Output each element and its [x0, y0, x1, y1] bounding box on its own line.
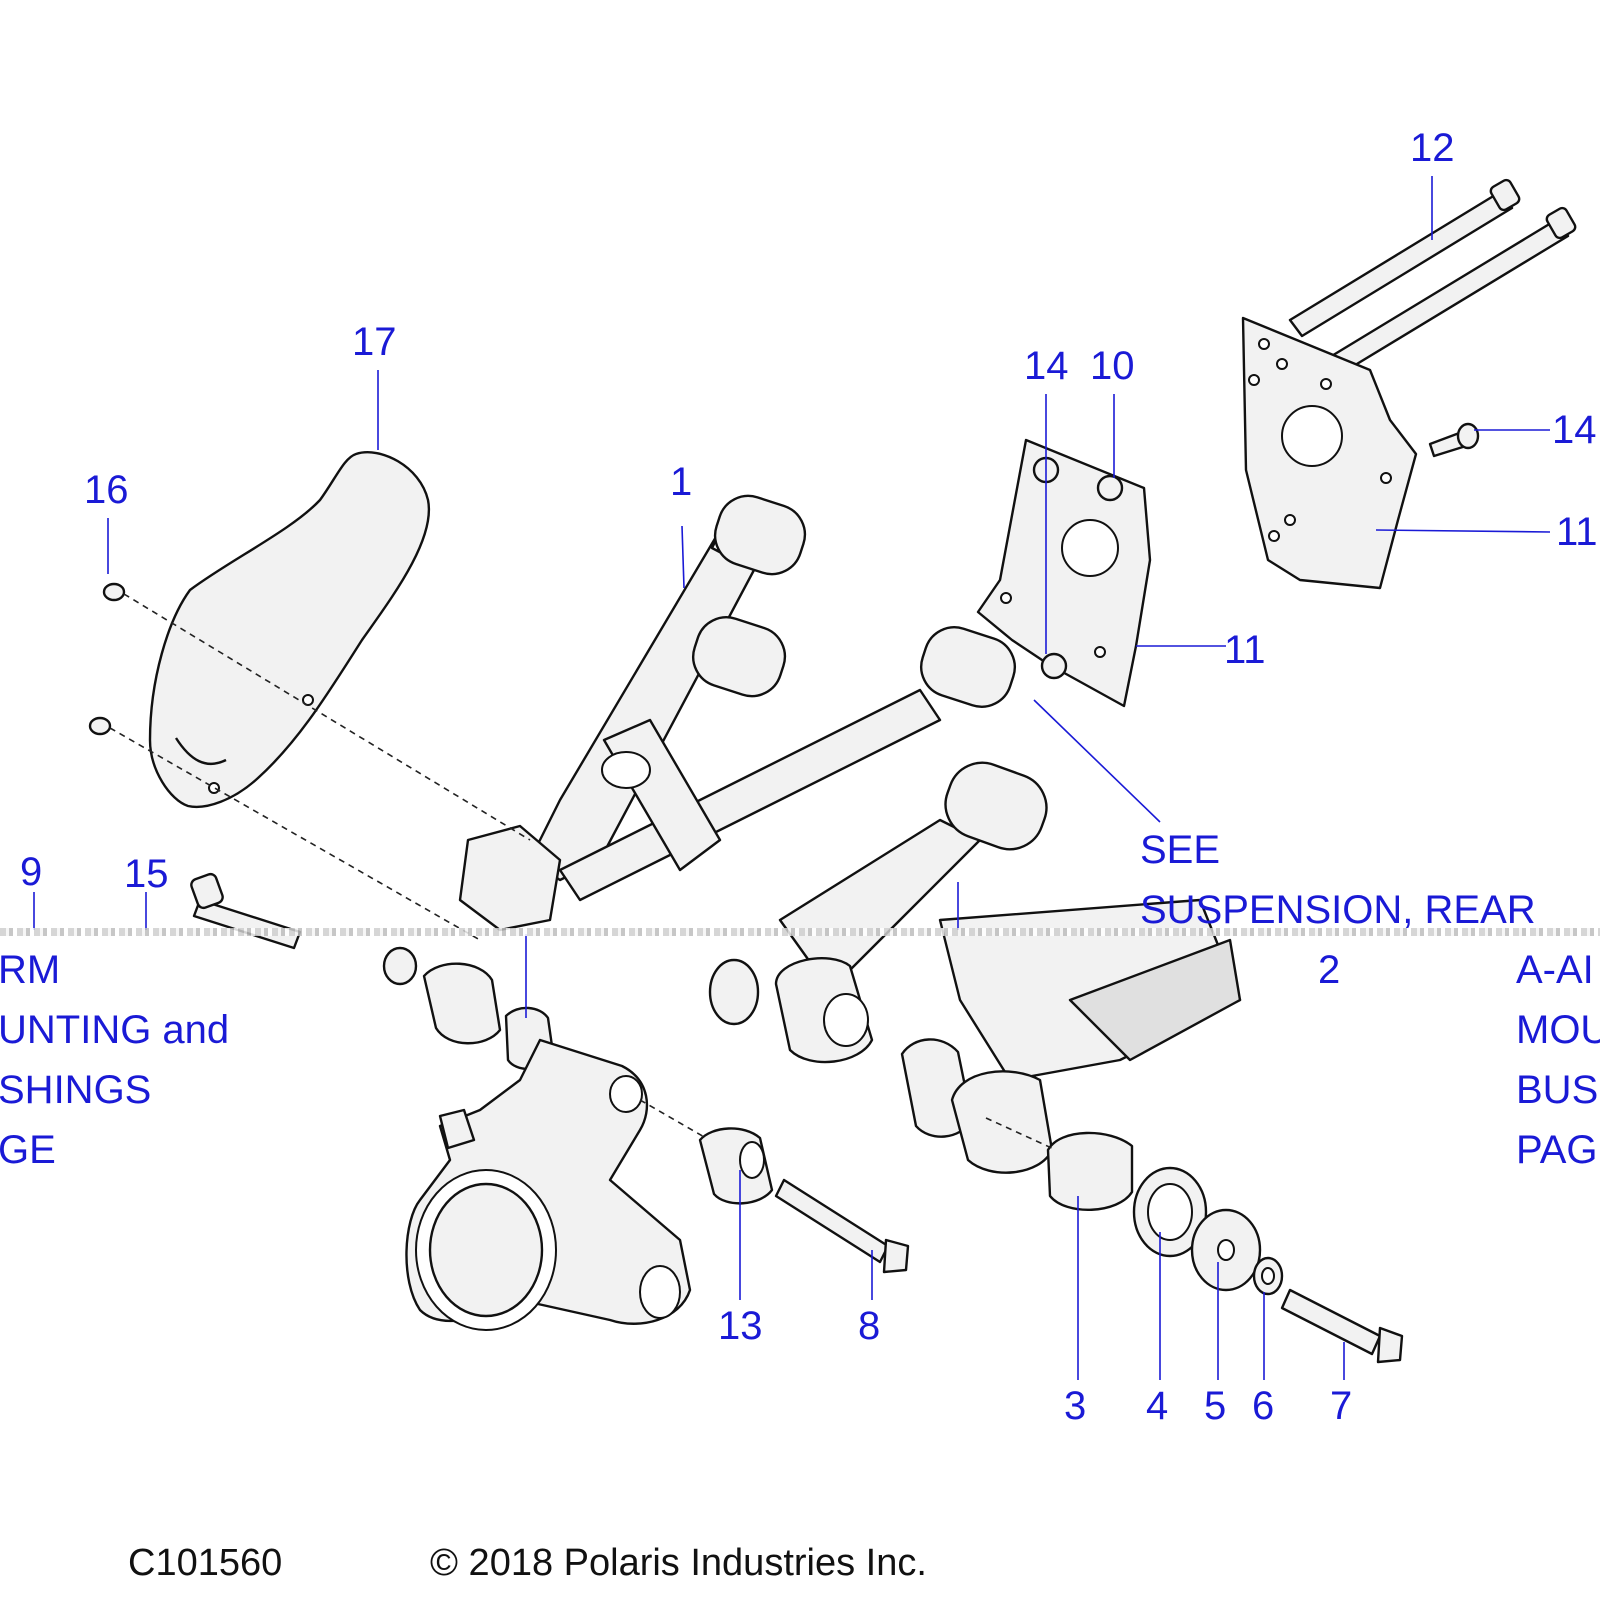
- note-right-line-1: A-AI: [1516, 948, 1594, 992]
- note-right-line-4: PAG: [1516, 1128, 1598, 1172]
- copyright-notice: © 2018 Polaris Industries Inc.: [430, 1542, 927, 1584]
- center-mount-bracket: [976, 438, 1152, 708]
- callout-3: 3: [1064, 1384, 1087, 1428]
- callout-9: 9: [20, 850, 43, 894]
- right-mount-bracket: [1241, 316, 1418, 590]
- lower-control-arm: [778, 761, 1242, 1082]
- note-line-see: SEE: [1140, 828, 1221, 872]
- arm-bushings: [708, 957, 874, 1064]
- note-left-line-3: SHINGS: [0, 1068, 152, 1112]
- note-line-suspension: SUSPENSION, REAR: [1140, 888, 1536, 932]
- splash-guard-screws: [88, 582, 126, 736]
- right-bracket-bolt: [1428, 422, 1480, 458]
- bushing-stack: [900, 1038, 1404, 1364]
- callout-17: 17: [352, 320, 397, 364]
- callout-7: 7: [1330, 1384, 1353, 1428]
- callout-15: 15: [124, 852, 169, 896]
- bearing-carrier-bushing: [698, 1127, 910, 1274]
- long-bolts: [1288, 178, 1577, 375]
- callout-11-center: 11: [1224, 628, 1266, 672]
- callout-10: 10: [1090, 344, 1135, 388]
- note-left-line-2: UNTING and: [0, 1008, 230, 1052]
- splash-guard: [148, 451, 431, 809]
- callout-5: 5: [1204, 1384, 1227, 1428]
- callout-4: 4: [1146, 1384, 1169, 1428]
- bearing-carrier: [405, 1038, 692, 1331]
- upper-control-arm: [458, 494, 1016, 932]
- callout-11-right: 11: [1556, 510, 1598, 554]
- callout-1: 1: [670, 460, 693, 504]
- callout-14-center: 14: [1024, 344, 1069, 388]
- callout-6: 6: [1252, 1384, 1275, 1428]
- note-continuation-right: A-AI MOU BUS PAG: [1516, 940, 1600, 1180]
- note-right-line-2: MOU: [1516, 1008, 1600, 1052]
- note-continuation-left: RM UNTING and SHINGS GE: [0, 940, 229, 1180]
- assembly-lines: [109, 593, 1057, 1151]
- note-right-line-3: BUS: [1516, 1068, 1599, 1112]
- callout-12: 13: [718, 1304, 763, 1348]
- illustration-id: C101560: [128, 1542, 283, 1584]
- leader-lines: [33, 176, 1551, 1380]
- see-reference-note: SEE SUSPENSION, REAR: [1140, 820, 1536, 940]
- callout-13: 12: [1410, 126, 1455, 170]
- note-left-line-4: GE: [0, 1128, 56, 1172]
- callout-16: 16: [84, 468, 129, 512]
- note-left-line-1: RM: [0, 948, 61, 992]
- callout-14-right: 14: [1552, 408, 1597, 452]
- scan-seam: [0, 928, 1600, 936]
- callout-2: 2: [1318, 948, 1341, 992]
- callout-8: 8: [858, 1304, 881, 1348]
